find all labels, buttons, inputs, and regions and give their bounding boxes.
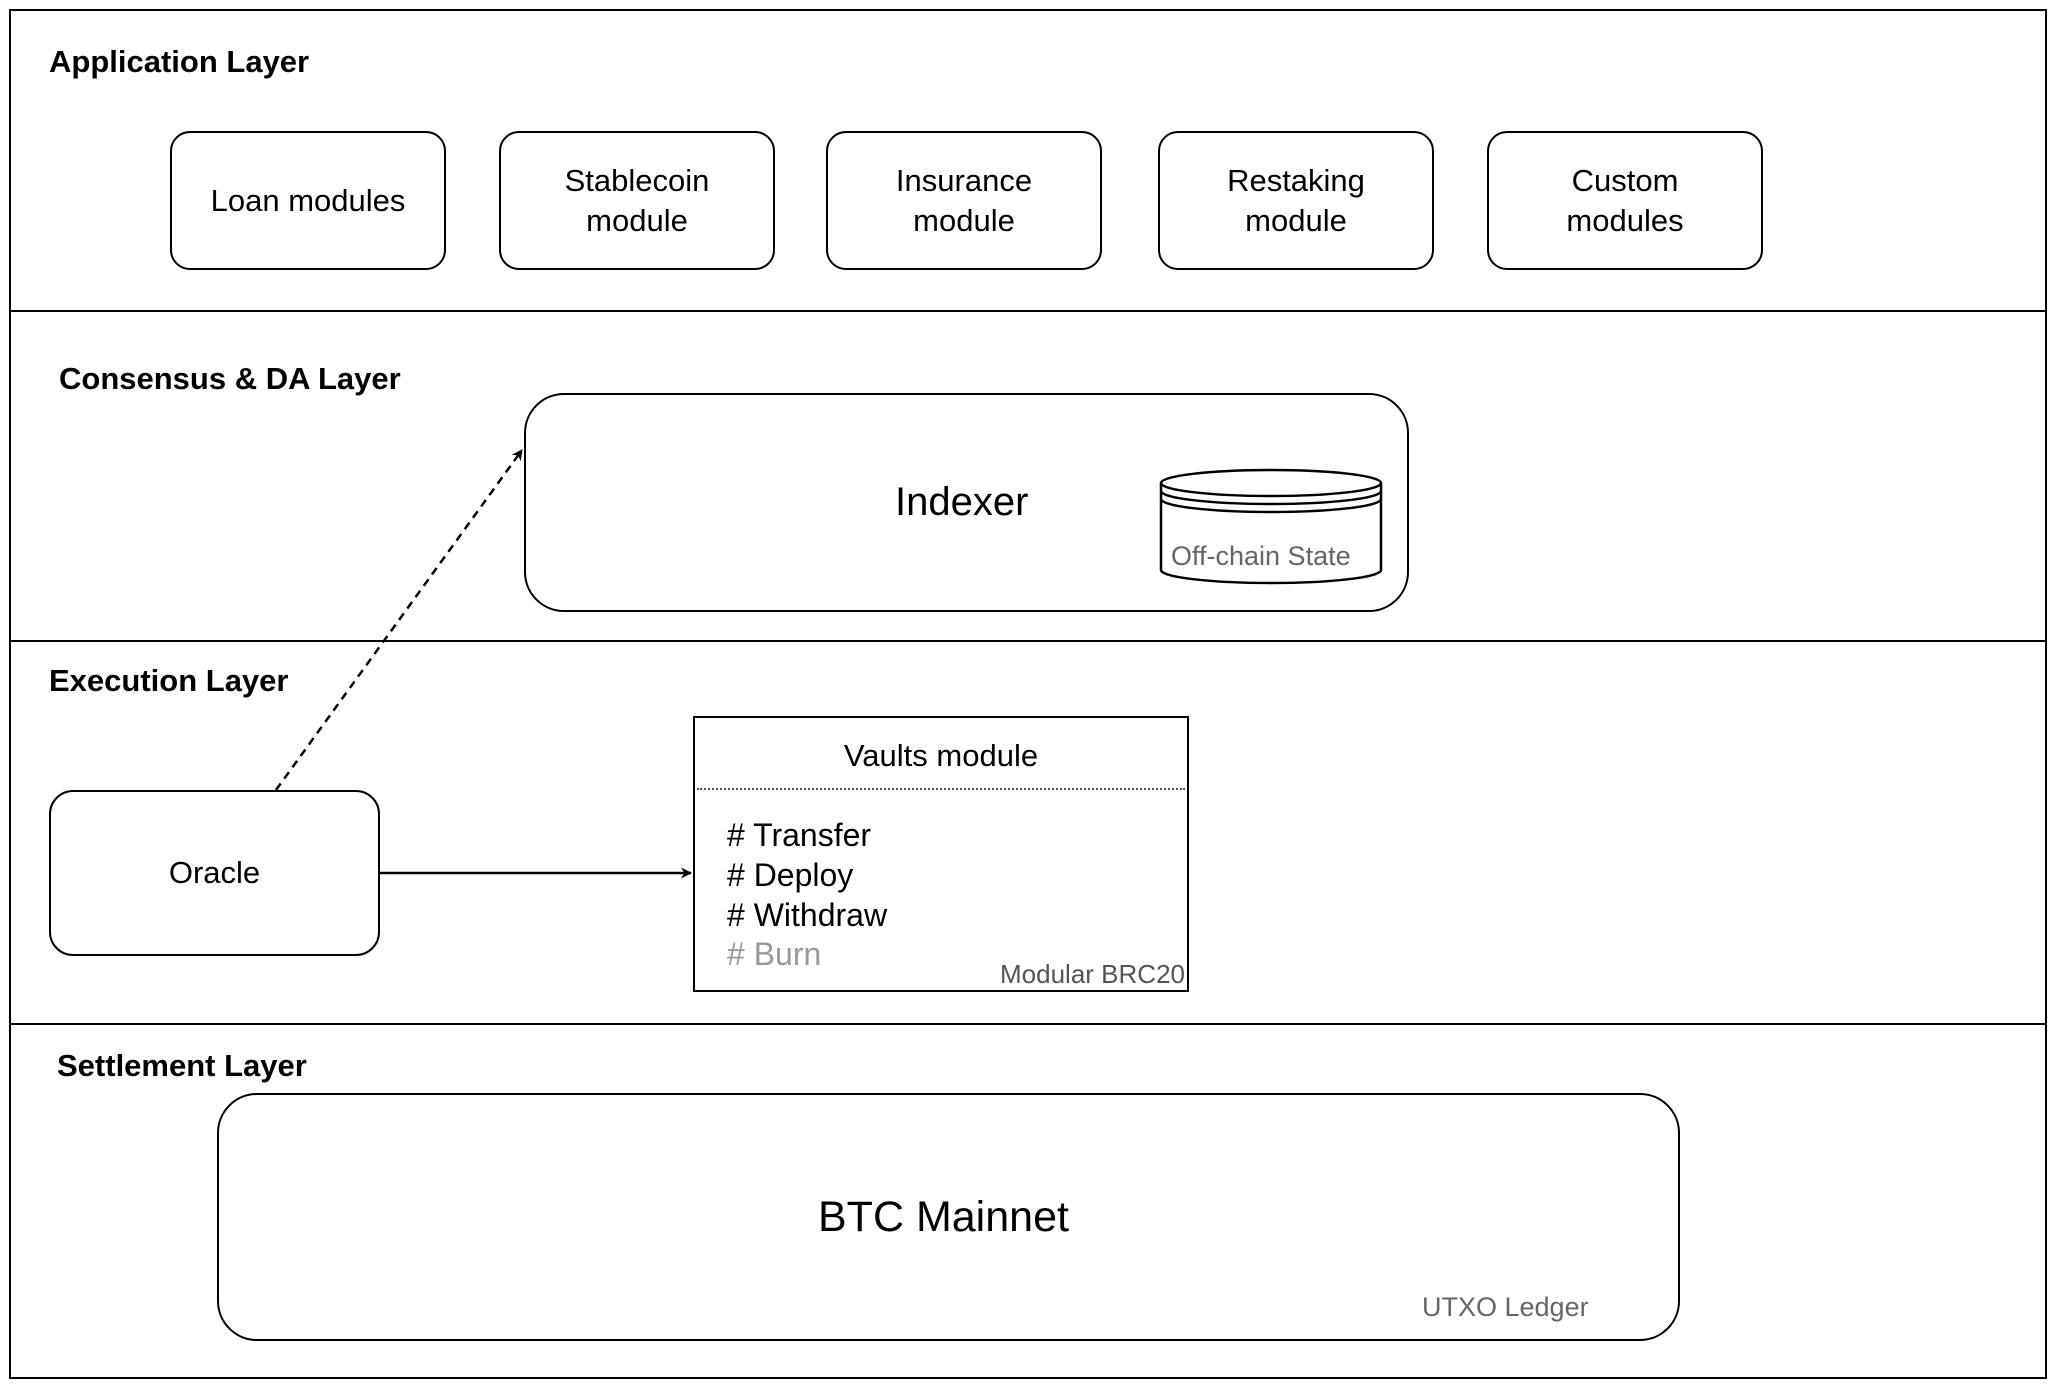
restaking-module-box: Restaking module (1158, 131, 1434, 270)
execution-layer-title: Execution Layer (49, 663, 289, 698)
vaults-module-separator (697, 788, 1185, 790)
settlement-layer-title: Settlement Layer (57, 1048, 307, 1083)
vault-item-burn: # Burn (727, 936, 822, 972)
loan-modules-label: Loan modules (210, 182, 406, 218)
oracle-to-indexer-dashed-arrow (274, 449, 524, 791)
application-layer-title: Application Layer (49, 44, 310, 79)
vaults-module-title: Vaults module (843, 738, 1039, 773)
loan-modules-box: Loan modules (170, 131, 446, 270)
custom-modules-label: Custom modules (1566, 162, 1684, 238)
stablecoin-module-box: Stablecoin module (499, 131, 775, 270)
insurance-module-label: Insurance module (895, 162, 1033, 238)
vault-item-deploy: # Deploy (727, 857, 854, 893)
restaking-module-label: Restaking module (1227, 162, 1365, 238)
offchain-state-label: Off-chain State (1171, 541, 1351, 571)
oracle-label: Oracle (168, 855, 261, 890)
divider-execution-settlement (9, 1023, 2047, 1025)
btc-mainnet-label: BTC Mainnet (818, 1193, 1069, 1241)
oracle-box: Oracle (49, 790, 380, 956)
modular-brc20-label: Modular BRC20 (1000, 959, 1185, 989)
outer-frame (9, 9, 2047, 1379)
stablecoin-module-label: Stablecoin module (564, 162, 710, 238)
divider-application-consensus (9, 310, 2047, 312)
consensus-layer-title: Consensus & DA Layer (59, 361, 401, 396)
vault-item-transfer: # Transfer (727, 817, 872, 853)
indexer-label: Indexer (895, 480, 1029, 524)
custom-modules-box: Custom modules (1487, 131, 1763, 270)
divider-consensus-execution (9, 640, 2047, 642)
vault-item-withdraw: # Withdraw (727, 897, 888, 933)
insurance-module-box: Insurance module (826, 131, 1102, 270)
vaults-module-box: Vaults module # Transfer # Deploy # With… (693, 716, 1189, 992)
btc-mainnet-box (217, 1093, 1680, 1341)
database-icon (1159, 468, 1383, 585)
utxo-ledger-label: UTXO Ledger (1422, 1292, 1589, 1322)
